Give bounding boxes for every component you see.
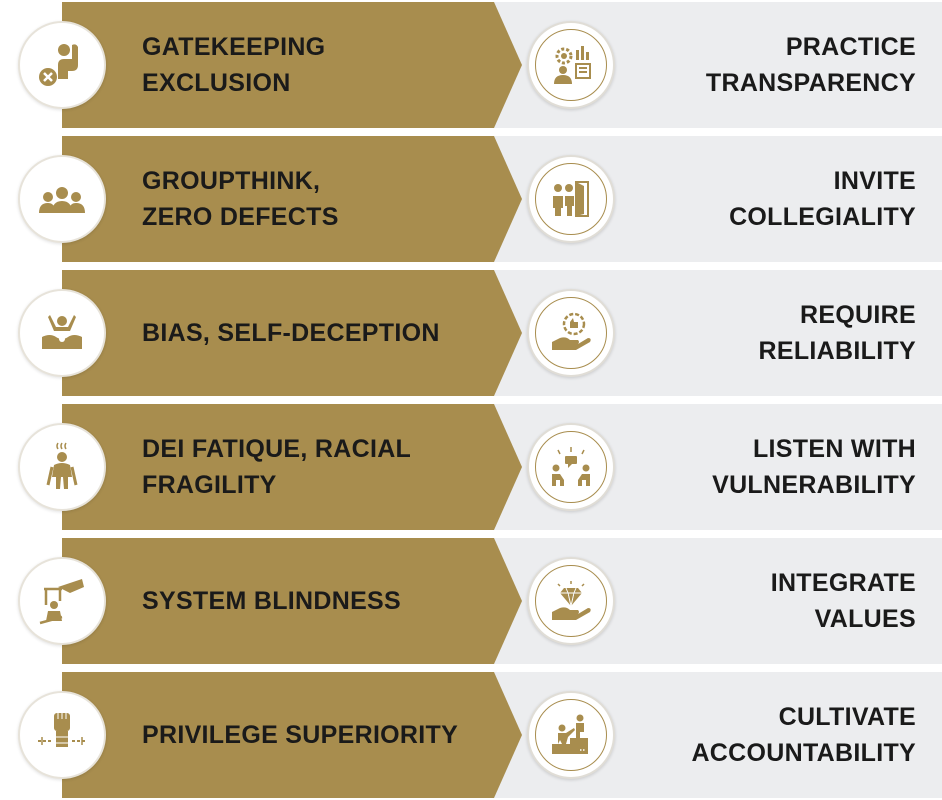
open-door-icon	[546, 174, 596, 224]
issue-chevron	[62, 538, 522, 664]
sinking-person-icon	[32, 303, 92, 363]
issue-label: PRIVILEGE SUPERIORITY	[142, 721, 459, 749]
helping-climb-icon	[546, 710, 596, 760]
value-icon-circle	[527, 155, 615, 243]
gatekeeping-icon	[32, 35, 92, 95]
issue-icon-circle	[18, 557, 106, 645]
group-icon	[32, 169, 92, 229]
issue-icon-circle	[18, 289, 106, 377]
hand-badge-icon	[546, 308, 596, 358]
conversation-icon	[546, 442, 596, 492]
tired-person-icon	[32, 437, 92, 497]
issue-icon-circle	[18, 155, 106, 243]
value-icon-circle	[527, 289, 615, 377]
issue-label: BIAS, SELF-DECEPTION	[142, 319, 440, 347]
issue-icon-circle	[18, 691, 106, 779]
issue-chevron	[62, 672, 522, 798]
transparency-icon	[546, 40, 596, 90]
fist-chain-icon	[32, 705, 92, 765]
issue-icon-circle	[18, 21, 106, 109]
issue-chevron	[62, 404, 522, 530]
issue-icon-circle	[18, 423, 106, 511]
value-icon-circle	[527, 691, 615, 779]
puppet-icon	[32, 571, 92, 631]
issue-chevron	[62, 136, 522, 262]
issue-label: GROUPTHINK,ZERO DEFECTS	[142, 167, 339, 231]
hand-diamond-icon	[546, 576, 596, 626]
issue-chevron	[62, 270, 522, 396]
value-icon-circle	[527, 557, 615, 645]
value-icon-circle	[527, 21, 615, 109]
value-icon-circle	[527, 423, 615, 511]
issue-label: SYSTEM BLINDNESS	[142, 587, 401, 615]
issue-chevron	[62, 2, 522, 128]
